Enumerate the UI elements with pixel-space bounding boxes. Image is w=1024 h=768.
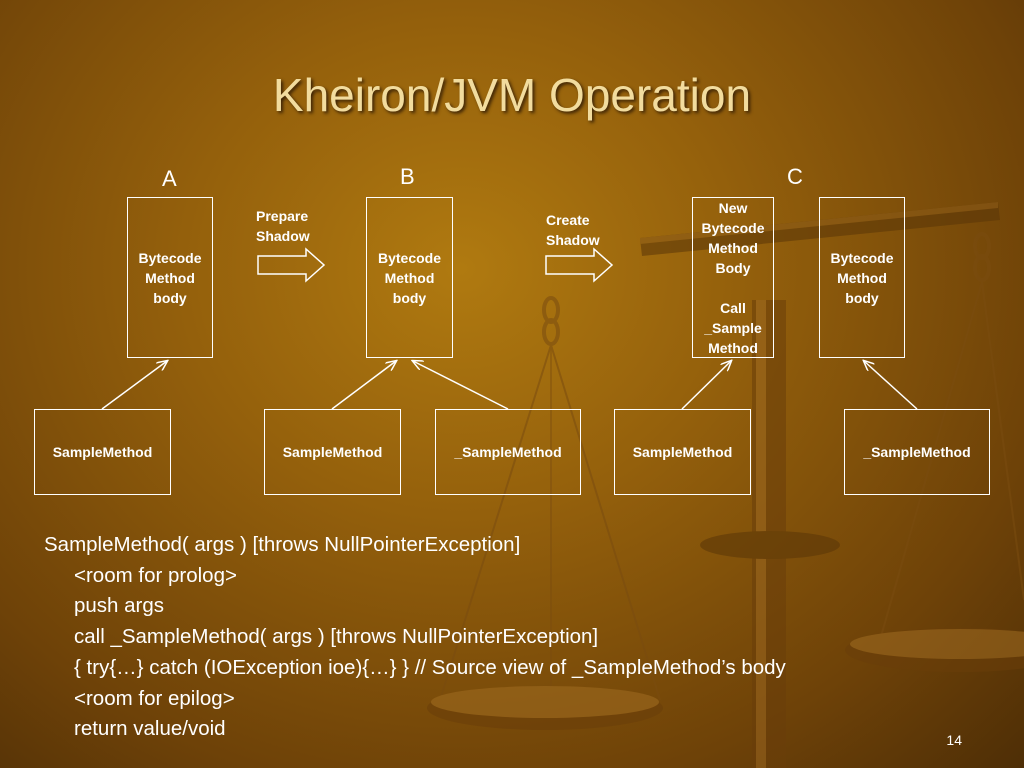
sample-method-box-c: SampleMethod xyxy=(614,409,751,495)
bytecode-box-c: Bytecode Method body xyxy=(819,197,905,358)
page-number: 14 xyxy=(946,732,962,748)
sample-method-box-a: SampleMethod xyxy=(34,409,171,495)
create-shadow-label: Create Shadow xyxy=(546,212,600,248)
code-line-signature: SampleMethod( args ) [throws NullPointer… xyxy=(44,533,521,556)
column-label-c: C xyxy=(787,164,803,189)
code-line-epilog: <room for epilog> xyxy=(74,686,235,710)
bytecode-box-a: Bytecode Method body xyxy=(127,197,213,358)
slide-title: Kheiron/JVM Operation xyxy=(272,69,752,121)
prepare-shadow-label: Prepare Shadow xyxy=(256,208,310,244)
column-label-a: A xyxy=(162,166,177,191)
code-line-call: call _SampleMethod( args ) [throws NullP… xyxy=(74,625,599,649)
underscore-sample-method-box-c: _SampleMethod xyxy=(844,409,990,495)
underscore-sample-method-box-b: _SampleMethod xyxy=(435,409,581,495)
bytecode-box-b: Bytecode Method body xyxy=(366,197,453,358)
code-line-return: return value/void xyxy=(74,717,226,741)
code-line-prolog: <room for prolog> xyxy=(74,563,237,587)
sample-method-box-b: SampleMethod xyxy=(264,409,401,495)
new-bytecode-box-c: New Bytecode Method Body Call _Sample Me… xyxy=(692,197,774,358)
code-line-try-catch: { try{…} catch (IOException ioe){…} } //… xyxy=(74,655,786,679)
column-label-b: B xyxy=(400,164,415,189)
code-line-push-args: push args xyxy=(74,594,165,618)
code-listing: SampleMethod( args ) [throws NullPointer… xyxy=(44,530,786,745)
